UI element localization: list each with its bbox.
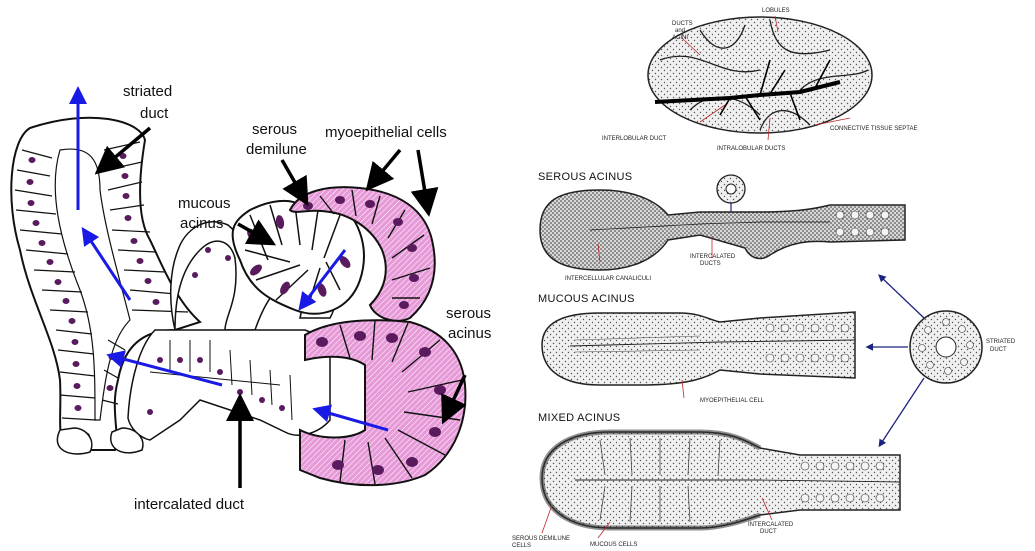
label-striated-duct-line1: striated bbox=[123, 83, 172, 100]
mucous-acinus-panel: MUCOUS ACINUS MYOEPITHELIAL CELL bbox=[538, 293, 855, 404]
label-mucous-acinus-line1: mucous bbox=[178, 195, 231, 212]
mixed-acinus-panel: MIXED ACINUS SEROUS DEMILUNE CELLS bbox=[512, 412, 900, 549]
heading-mucous-acinus: MUCOUS ACINUS bbox=[538, 293, 635, 305]
label-intercalated-duct: intercalated duct bbox=[134, 496, 245, 513]
gland-lobule-overview: DUCTS and ACINI LOBULES INTERLOBULAR DUC… bbox=[602, 8, 917, 152]
label-myoepithelial-cells: myoepithelial cells bbox=[325, 124, 447, 141]
heading-mixed-acinus: MIXED ACINUS bbox=[538, 412, 620, 424]
mucous-acinus-sketch bbox=[542, 312, 855, 385]
heading-serous-acinus: SEROUS ACINUS bbox=[538, 171, 632, 183]
label-striated-duct-line2: duct bbox=[140, 105, 169, 122]
label-striated-duct-right-2: DUCT bbox=[990, 347, 1007, 353]
striated-duct-cross-section: STRIATED DUCT bbox=[910, 311, 1016, 383]
arrow-to-serous bbox=[880, 276, 924, 318]
label-intercalated-ducts-2: DUCTS bbox=[700, 261, 721, 267]
label-mucous-cells: MUCOUS CELLS bbox=[590, 542, 637, 548]
intercalated-duct-lower bbox=[128, 330, 330, 440]
label-mucous-acinus-line2: acinus bbox=[180, 215, 223, 232]
label-interlobular-duct: INTERLOBULAR DUCT bbox=[602, 136, 667, 142]
label-intercalated-duct-mixed-1: INTERCALATED bbox=[748, 522, 794, 528]
left-gland-figure: striated duct serous demilune myoepithel… bbox=[11, 83, 491, 513]
label-myoepithelial-cell: MYOEPITHELIAL CELL bbox=[700, 398, 765, 404]
label-ducts-acini-3: ACINI bbox=[672, 35, 688, 41]
label-serous-demilune-cells-2: CELLS bbox=[512, 543, 531, 549]
arrow-to-mixed bbox=[880, 378, 924, 445]
label-serous-acinus-line1: serous bbox=[446, 305, 491, 322]
label-serous-demilune-line1: serous bbox=[252, 121, 297, 138]
pointer-serous-demilune bbox=[282, 160, 305, 200]
label-striated-duct-right-1: STRIATED bbox=[986, 339, 1016, 345]
right-gland-figure: DUCTS and ACINI LOBULES INTERLOBULAR DUC… bbox=[512, 8, 1016, 549]
label-intralobular-ducts: INTRALOBULAR DUCTS bbox=[717, 146, 785, 152]
pointer-myoepithelial-left bbox=[370, 150, 400, 186]
label-connective-tissue-septae: CONNECTIVE TISSUE SEPTAE bbox=[830, 126, 917, 132]
label-ducts-acini-2: and bbox=[675, 28, 685, 34]
label-intercellular-canaliculi: INTERCELLULAR CANALICULI bbox=[565, 276, 651, 282]
label-serous-demilune-line2: demilune bbox=[246, 141, 307, 158]
label-ducts-acini-1: DUCTS bbox=[672, 21, 693, 27]
label-serous-demilune-cells-1: SEROUS DEMILUNE bbox=[512, 536, 570, 542]
label-intercalated-ducts-1: INTERCALATED bbox=[690, 254, 736, 260]
label-serous-acinus-line2: acinus bbox=[448, 325, 491, 342]
pointer-myoepithelial-right bbox=[418, 150, 428, 210]
label-intercalated-duct-mixed-2: DUCT bbox=[760, 529, 777, 535]
label-lobules: LOBULES bbox=[762, 8, 790, 14]
